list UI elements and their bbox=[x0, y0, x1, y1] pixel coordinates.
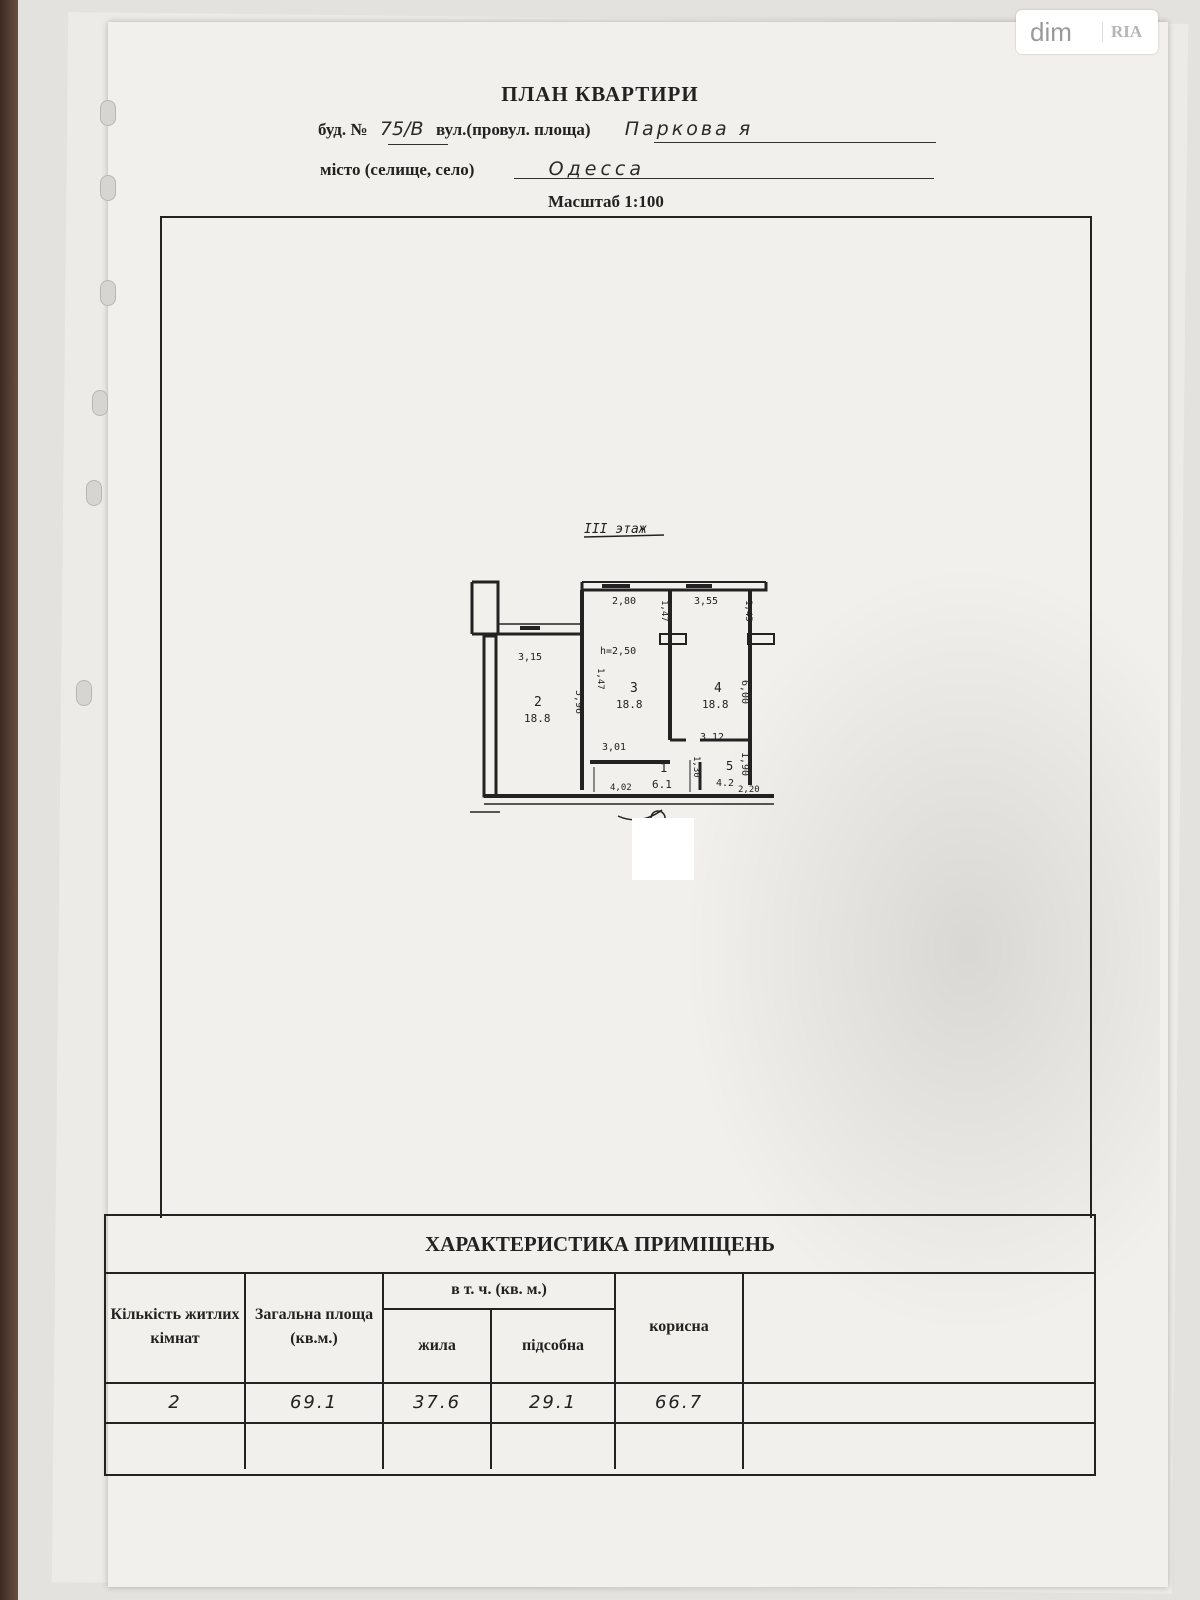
header-useful: корисна bbox=[616, 1272, 744, 1384]
scale-label: Масштаб 1:100 bbox=[548, 192, 664, 211]
value-auxiliary: 29.1 bbox=[492, 1384, 616, 1424]
room-5-number: 5 bbox=[726, 759, 733, 773]
value-living: 37.6 bbox=[384, 1384, 492, 1424]
value-total-area: 69.1 bbox=[246, 1384, 384, 1424]
header-empty bbox=[744, 1272, 1094, 1384]
city-label: місто (селище, село) bbox=[320, 160, 475, 179]
table-title: ХАРАКТЕРИСТИКА ПРИМІЩЕНЬ bbox=[106, 1216, 1094, 1274]
value-empty bbox=[744, 1384, 1094, 1424]
dimension-label: 1,47 bbox=[659, 600, 669, 622]
blank-cell bbox=[616, 1424, 744, 1469]
city-underline bbox=[514, 178, 934, 179]
plan-column bbox=[747, 633, 775, 645]
floor-label-underline bbox=[583, 534, 665, 538]
blank-cell bbox=[384, 1424, 492, 1469]
dimension-label: 1,90 bbox=[739, 752, 750, 776]
dimension-label: 3,01 bbox=[602, 742, 626, 753]
dim-logo-text: dim bbox=[1030, 16, 1072, 47]
redaction-box bbox=[632, 818, 694, 880]
city-row: місто (селище, село) Одесса bbox=[320, 158, 645, 180]
dimension-label: 5,96 bbox=[573, 690, 584, 714]
punch-hole bbox=[92, 390, 108, 416]
street-underline bbox=[654, 142, 936, 143]
punch-hole bbox=[100, 280, 116, 306]
premises-table: ХАРАКТЕРИСТИКА ПРИМІЩЕНЬ Кількість житли… bbox=[104, 1214, 1096, 1476]
room-2-area: 18.8 bbox=[524, 712, 551, 725]
blank-cell bbox=[246, 1424, 384, 1469]
dimension-label: 1,45 bbox=[743, 600, 753, 622]
blank-cell bbox=[106, 1424, 246, 1469]
floor-label: III этаж bbox=[584, 522, 648, 537]
room-1-number: 1 bbox=[660, 761, 667, 775]
dimension-label: 3,12 bbox=[700, 732, 724, 743]
room-4-number: 4 bbox=[714, 681, 722, 696]
dimension-label: 4,02 bbox=[610, 783, 632, 793]
city-value: Одесса bbox=[548, 158, 645, 180]
dimension-label: 3,55 bbox=[694, 596, 718, 607]
dimension-label: 2,20 bbox=[738, 785, 760, 795]
room-5-area: 4.2 bbox=[716, 778, 734, 789]
street-label: вул.(провул. площа) bbox=[435, 120, 591, 139]
dimension-label: 1,30 bbox=[691, 756, 701, 778]
building-row: буд. № 75/В вул.(провул. площа) Паркова … bbox=[318, 118, 753, 140]
dimension-label: 6,00 bbox=[739, 680, 750, 704]
plan-wall bbox=[472, 580, 500, 636]
blank-cell bbox=[492, 1424, 616, 1469]
building-value: 75/В bbox=[379, 118, 424, 140]
plan-wall bbox=[580, 582, 768, 592]
punch-hole bbox=[100, 100, 116, 126]
room-3-area: 18.8 bbox=[616, 698, 643, 711]
dimension-label: 2,80 bbox=[612, 596, 636, 607]
punch-hole bbox=[86, 480, 102, 506]
dimension-label: 3,15 bbox=[518, 652, 542, 663]
room-4-area: 18.8 bbox=[702, 698, 729, 711]
dimension-label: 1,47 bbox=[595, 668, 605, 690]
header-living: жила bbox=[384, 1310, 492, 1384]
plan-frame bbox=[160, 216, 1092, 1218]
ria-logo-text: RIA bbox=[1102, 22, 1142, 42]
plan-wall bbox=[482, 634, 498, 798]
punch-hole bbox=[100, 175, 116, 201]
room-3-number: 3 bbox=[630, 681, 638, 696]
building-label: буд. № bbox=[318, 120, 368, 139]
header-rooms-count: Кількість житлих кімнат bbox=[106, 1272, 246, 1384]
value-useful: 66.7 bbox=[616, 1384, 744, 1424]
room-1-area: 6.1 bbox=[652, 778, 672, 791]
page-title: ПЛАН КВАРТИРИ bbox=[501, 82, 699, 106]
dimria-watermark: dim RIA bbox=[1016, 10, 1158, 54]
street-value: Паркова я bbox=[624, 118, 754, 140]
plan-column bbox=[659, 633, 687, 645]
header-auxiliary: підсобна bbox=[492, 1310, 616, 1384]
punch-hole bbox=[76, 680, 92, 706]
room-2-number: 2 bbox=[534, 695, 542, 710]
dimension-label: h=2,50 bbox=[600, 646, 636, 657]
header-total-area: Загальна площа (кв.м.) bbox=[246, 1272, 384, 1384]
value-rooms-count: 2 bbox=[106, 1384, 246, 1424]
header-including: в т. ч. (кв. м.) bbox=[384, 1272, 616, 1310]
building-underline bbox=[388, 144, 448, 145]
